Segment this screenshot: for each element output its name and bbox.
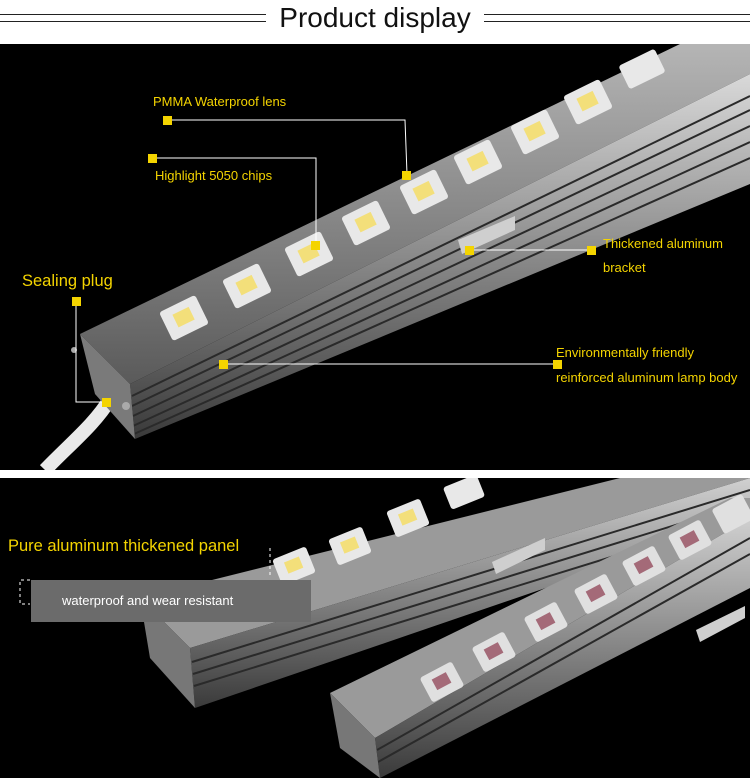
upper-bracket: [492, 538, 545, 574]
aluminum-body: [130, 74, 750, 439]
callout-lines: [75, 119, 590, 403]
callout-panel: Pure aluminum thickened panel: [8, 537, 240, 555]
bracket-marker-end: [587, 246, 596, 255]
upper-bar-body: [190, 478, 750, 708]
callout-bracket-line2: bracket: [603, 260, 646, 275]
upper-end-cap: [140, 598, 195, 708]
product-photo-bottom: Pure aluminum thickened panel waterproof…: [0, 478, 750, 778]
callout-plug: Sealing plug: [22, 272, 113, 290]
product-photo-top: PMMA Waterproof lens Highlight 5050 chip…: [0, 44, 750, 470]
callout-bracket-line1: Thickened aluminum: [603, 236, 723, 251]
callout-body-line1: Environmentally friendly: [556, 345, 695, 360]
lens-marker: [163, 116, 172, 125]
section-header: Product display: [0, 0, 750, 44]
bracket: [458, 216, 515, 254]
lens-marker-end: [402, 171, 411, 180]
panel-callout-lines: [19, 548, 271, 605]
callout-lens: PMMA Waterproof lens: [153, 94, 287, 109]
plug-marker-end: [102, 398, 111, 407]
screw: [122, 402, 130, 410]
light-bar-illustration: [39, 44, 750, 470]
cable: [39, 395, 117, 470]
body-marker-end: [553, 360, 562, 369]
end-cap: [80, 334, 135, 439]
chips-marker: [148, 154, 157, 163]
feature-badge: waterproof and wear resistant: [31, 580, 311, 622]
callout-body-line2: reinforced aluminum lamp body: [556, 370, 738, 385]
plug-marker: [72, 297, 81, 306]
lower-bracket: [696, 606, 745, 642]
lower-end-cap: [330, 693, 380, 778]
body-ribs: [131, 95, 750, 435]
lower-bar-body: [375, 518, 750, 778]
callout-chips: Highlight 5050 chips: [155, 168, 273, 183]
bracket-marker: [465, 246, 474, 255]
led-chips: [160, 49, 665, 341]
header-rule-right: [484, 14, 750, 22]
light-bar-pair-illustration: [19, 478, 750, 778]
body-marker: [219, 360, 228, 369]
chips-marker-end: [311, 241, 320, 250]
header-rule-left: [0, 14, 266, 22]
page-title: Product display: [279, 2, 471, 33]
